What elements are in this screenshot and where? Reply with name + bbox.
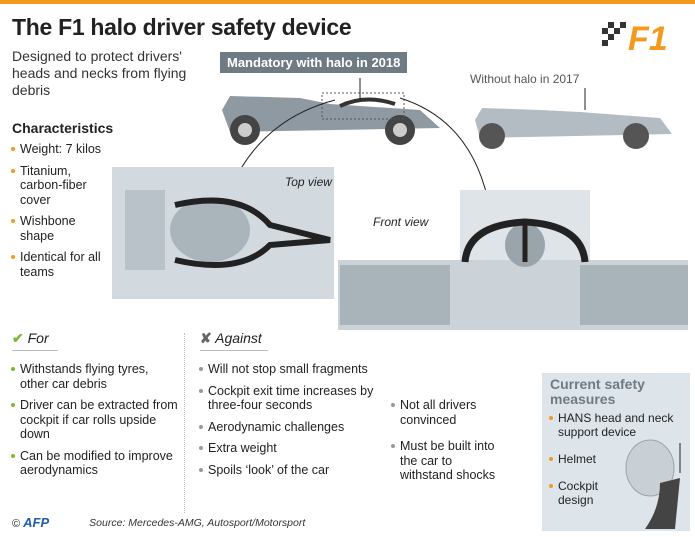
pros-heading-text: For <box>27 330 49 346</box>
subtitle: Designed to protect drivers' heads and n… <box>12 48 187 98</box>
top-view-label: Top view <box>285 175 332 189</box>
list-item: Withstands flying tyres, other car debri… <box>10 362 180 391</box>
top-view-panel <box>112 167 334 299</box>
without-halo-label: Without halo in 2017 <box>470 72 580 86</box>
car-with-halo-side <box>222 78 440 145</box>
characteristics-list: Weight: 7 kilos Titanium, carbon-fiber c… <box>10 142 110 286</box>
list-item: Cockpit design <box>548 479 608 507</box>
divider <box>184 333 185 513</box>
afp-text: AFP <box>23 515 50 530</box>
front-view-panel <box>338 190 688 330</box>
safety-list: HANS head and neck support device Helmet… <box>548 411 688 520</box>
list-item: Driver can be extracted from cockpit if … <box>10 398 180 442</box>
pros-list: Withstands flying tyres, other car debri… <box>10 362 180 485</box>
list-item: Weight: 7 kilos <box>10 142 110 157</box>
list-item: Aerodynamic challenges <box>198 420 388 435</box>
f1-logo: F1 <box>602 20 668 58</box>
list-item: Not all drivers convinced <box>390 398 500 427</box>
safety-heading: Current safety measures <box>550 376 645 407</box>
svg-text:F1: F1 <box>628 20 668 58</box>
safety-measures-box: Current safety measures HANS head and ne… <box>542 373 690 531</box>
list-item: Helmet <box>548 452 618 466</box>
list-item: HANS head and neck support device <box>548 411 688 439</box>
list-item: Will not stop small fragments <box>198 362 388 377</box>
check-icon: ✔ <box>12 330 24 346</box>
list-item: Can be modified to improve aerodynamics <box>10 449 180 478</box>
cons-list-2: Not all drivers convinced Must be built … <box>390 398 500 490</box>
list-item: Identical for all teams <box>10 250 110 279</box>
car-illustrations <box>112 78 688 330</box>
footer: © AFP Source: Mercedes-AMG, Autosport/Mo… <box>12 515 305 530</box>
cons-heading-text: Against <box>215 330 262 346</box>
driver-head-icon <box>625 439 681 529</box>
top-accent-bar <box>0 0 695 4</box>
list-item: Extra weight <box>198 441 388 456</box>
list-item: Cockpit exit time increases by three-fou… <box>198 384 388 413</box>
front-view-label: Front view <box>373 215 429 229</box>
x-icon: ✘ <box>200 330 212 346</box>
cons-list: Will not stop small fragments Cockpit ex… <box>198 362 388 484</box>
list-item: Titanium, carbon-fiber cover <box>10 164 110 208</box>
list-item: Must be built into the car to withstand … <box>390 439 500 483</box>
list-item: Spoils ‘look’ of the car <box>198 463 388 478</box>
copyright-symbol: © <box>12 518 21 530</box>
characteristics-heading: Characteristics <box>12 120 114 136</box>
pros-heading: ✔ For <box>12 330 58 351</box>
page-title: The F1 halo driver safety device <box>12 14 352 40</box>
source-text: Source: Mercedes-AMG, Autosport/Motorspo… <box>89 516 306 529</box>
afp-logo: © AFP <box>12 515 49 530</box>
mandatory-label: Mandatory with halo in 2018 <box>220 52 408 73</box>
car-without-halo-side <box>475 88 672 149</box>
cons-heading: ✘ Against <box>200 330 268 351</box>
list-item: Wishbone shape <box>10 214 110 243</box>
